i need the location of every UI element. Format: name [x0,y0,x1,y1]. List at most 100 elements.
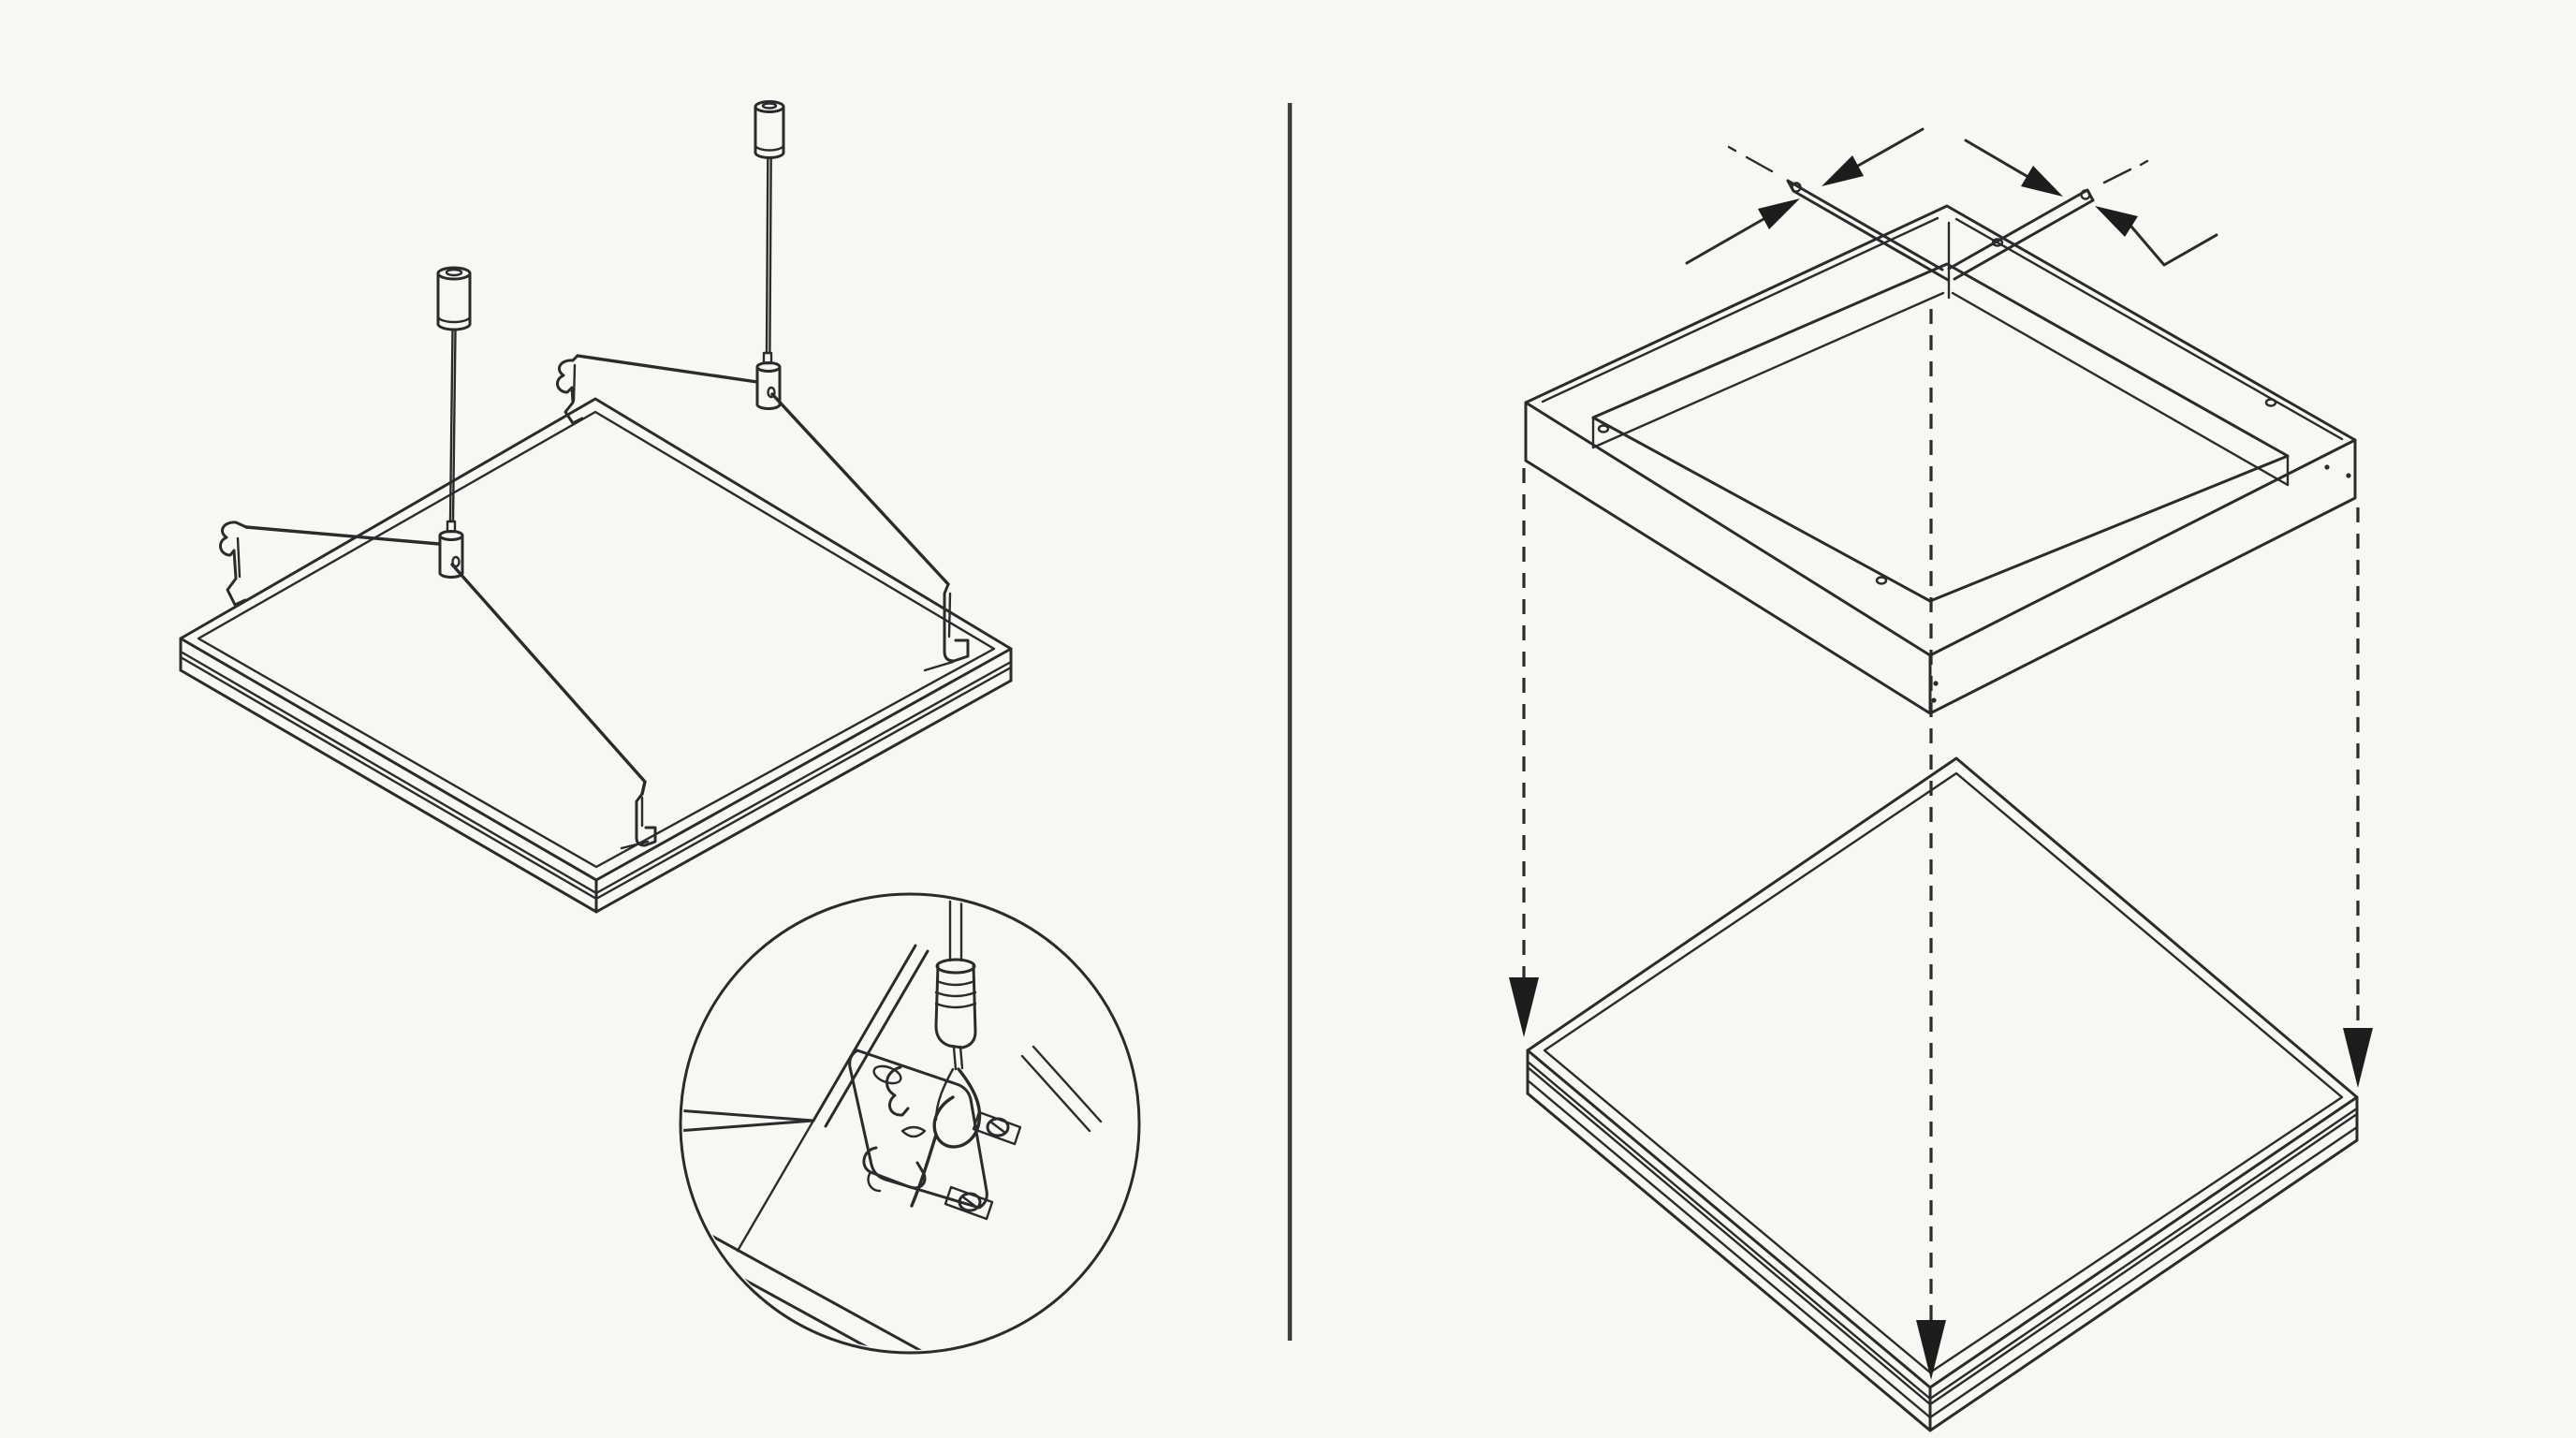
panel-side-line-b [179,655,598,901]
anchor-cap-right [754,100,785,113]
panel-side-line-c [594,660,1013,895]
gripper-cap-left [438,530,464,541]
anchor-band-left [436,315,472,324]
detail-gripper-ribs [934,979,977,1009]
corner-clip-bottom [635,792,657,847]
corner-clip-top-strap [572,363,577,403]
anchor-body-left [436,271,472,326]
frame-wall-dot-2 [1931,697,1937,703]
assembly-arrowhead-right [2343,1028,2373,1088]
corner-clip-bottom-foot [620,796,650,850]
rail-extension-left [1727,145,1774,173]
frame-back-lips [1541,216,2344,441]
dim-arrow-right-lower [2095,206,2138,237]
panel-top-inner-border [197,410,996,869]
dim-arrow-right-upper [2021,166,2063,197]
dim-leader-left-lower [1685,217,1765,265]
dim-leader-right-upper [1964,139,2028,178]
detail-screw-2-slot [960,1195,979,1210]
frame-wall-dot-1 [1933,681,1939,686]
detail-right-edge [1020,1045,1103,1133]
detail-slope-edge [736,1119,815,1253]
frame-inner-depth [1591,291,2290,487]
frame-inner-rim [1591,262,2290,603]
suspension-cable-right [765,155,772,355]
detail-leaf-hole [900,1125,927,1138]
dim-leader-right-lower [2130,225,2218,267]
dim-leader-left-upper [1856,127,1925,168]
wire-to-bottom-clip [450,563,647,796]
mount-frame [1524,204,2357,715]
frame-hole-4 [2264,398,2277,407]
target-panel-bottom-outline [1526,1092,2359,1432]
suspended-panel [179,397,1013,914]
corner-clip-right [943,582,970,663]
rail-extension-right [2102,159,2149,184]
frame-mount-figure [1522,127,2360,1432]
anchor-cap-hole-right [761,102,778,110]
gripper-bottom-right [755,403,782,410]
detail-view [679,892,1141,1355]
panel-side-line-a [179,650,598,895]
suspension-figure [179,100,1141,1355]
arrowheads [1509,155,2373,1380]
detail-wire-loop-inner [934,1067,955,1122]
detail-cable-tail [952,1045,964,1071]
frame-outer-rim [1524,204,2357,657]
target-panel-top [1526,756,2359,1389]
frame-wall-dot-4 [2346,473,2351,478]
anchor-bottom-left [436,322,472,331]
slide-rail-left [1786,179,1950,282]
slide-rails [1727,145,2149,282]
dimension-leaders [1685,127,2218,267]
detail-screw-1-slot [988,1120,1007,1135]
frame-screw-holes [1597,238,2351,703]
gripper-body-left [438,534,464,575]
panel-top-face [179,397,1013,882]
detail-gripper-body [934,964,977,1049]
suspension-kit-left [436,266,472,579]
detail-circle [679,892,1141,1355]
detail-hook-clip [886,1065,910,1117]
dim-arrow-left-lower [1758,198,1800,229]
detail-plate-hole [872,1064,902,1085]
gripper-exit-hole-right [767,386,776,399]
target-panel-inner-border [1543,771,2344,1374]
gripper-body-right [755,365,782,406]
frame-hole-2 [1875,576,1888,585]
gripper-cap-right [755,361,782,373]
target-panel-layers-right [1928,1107,2359,1419]
wire-to-right-clip [770,392,950,586]
suspension-cable-left [448,328,457,523]
wire-to-top-clip [576,354,759,384]
spreader-wires [244,354,950,796]
detail-front-band [683,1225,1000,1350]
wire-to-left-clip [244,525,441,546]
corner-clip-top [556,354,584,425]
detail-screw-2 [958,1192,982,1212]
anchor-bottom-right [754,151,785,159]
anchor-body-right [754,105,785,154]
anchor-band-right [754,143,785,152]
suspension-kit-right [754,100,785,410]
dim-arrow-left-upper [1822,155,1864,186]
rail-hole-right [2080,189,2091,200]
detail-screw-1 [986,1117,1010,1137]
frame-wall-dot-3 [2324,464,2330,470]
anchor-cap-hole-left [445,268,463,277]
target-panel-layers-left [1526,1060,1932,1419]
corner-clip-left-strap [236,536,242,579]
panel-side-line-d [594,666,1013,901]
detail-j-tail [867,1170,882,1193]
rail-hole-left [1791,182,1802,193]
slide-rail-right [1947,188,2095,281]
target-panel-corner-edges [1526,1049,2359,1432]
corner-clip-left [219,521,248,607]
frame-hole-1 [1597,424,1610,433]
assembly-arrows [1522,309,2360,1320]
anchor-cap-left [436,266,472,281]
detail-wire-tail [910,1133,938,1208]
corner-clips [219,354,970,850]
